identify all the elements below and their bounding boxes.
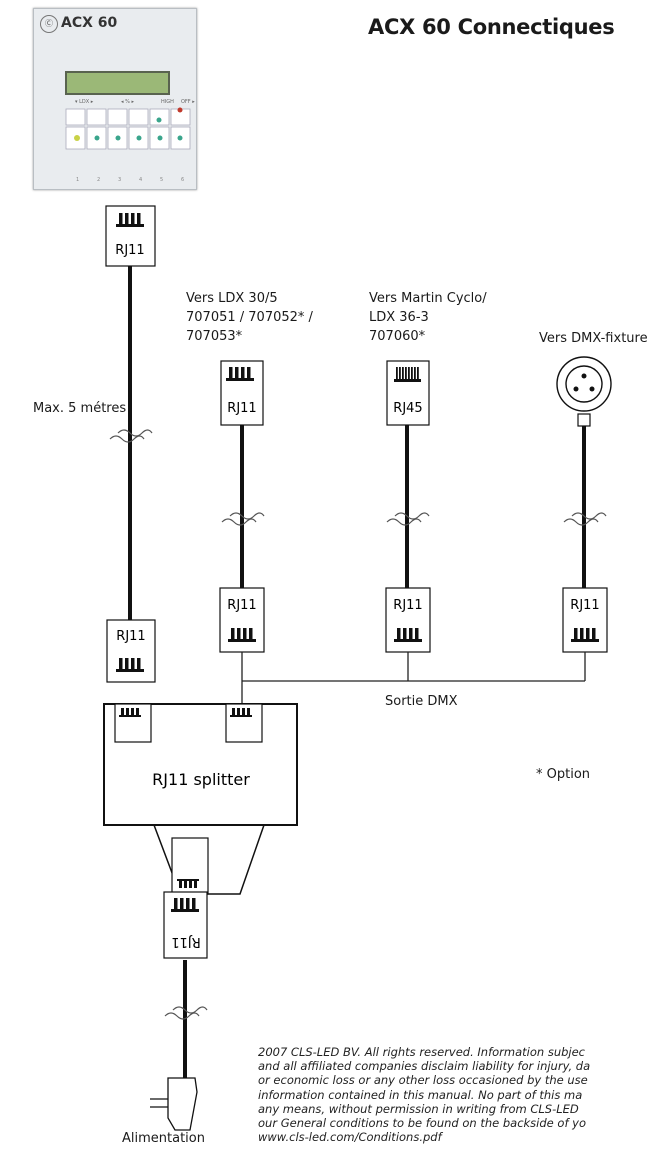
key-label: OFF ▸ [181, 99, 195, 105]
mark: 2 [97, 177, 101, 183]
max-length-label: Max. 5 métres [33, 401, 127, 416]
dmx-output-label: Sortie DMX [385, 694, 458, 709]
dmx-target-label: Vers DMX-fixture [539, 331, 648, 346]
connector-label: RJ11 [227, 401, 256, 416]
rj11-connector-martin-bottom: RJ11 [385, 587, 431, 653]
martin-target-label: Vers Martin Cyclo/ LDX 36-3 707060* [369, 289, 487, 346]
cable-break-marks [109, 429, 607, 1020]
mark: 4 [139, 177, 143, 183]
acx60-controller: Ⓒ ACX 60 ▾ LDX ▸ ◂ % ▸ HIGH OFF ▸ 1 2 3 … [33, 8, 197, 190]
connector-label: RJ11 [227, 598, 256, 613]
mark: 6 [181, 177, 185, 183]
led-red-icon [177, 107, 183, 113]
mark: 5 [160, 177, 164, 183]
footer-line: information contained in this manual. No… [258, 1087, 583, 1102]
status-leds [74, 107, 183, 141]
mark: 1 [76, 177, 80, 183]
rj11-connector-power: RJ11 [163, 891, 208, 959]
led-green-icon [94, 135, 100, 141]
dmx-bus [241, 652, 586, 704]
mark: 3 [118, 177, 122, 183]
ldx-target-label: Vers LDX 30/5 707051 / 707052* / 707053* [186, 289, 313, 346]
key-label: ▾ LDX ▸ [75, 99, 94, 105]
legal-footer: 2007 CLS-LED BV. All rights reserved. In… [258, 1045, 590, 1144]
rj11-connector-dmx-bottom: RJ11 [562, 587, 608, 653]
label-line: 707053* [186, 329, 243, 344]
rj11-splitter: RJ11 splitter [103, 703, 298, 895]
power-plug-icon [150, 1077, 198, 1131]
keypad-buttons [65, 108, 191, 150]
keypad: ▾ LDX ▸ ◂ % ▸ HIGH OFF ▸ [67, 99, 195, 159]
led-yellow-icon [74, 135, 80, 141]
cables [128, 265, 586, 1080]
power-label: Alimentation [122, 1131, 205, 1146]
option-note: * Option [536, 767, 591, 782]
connector-label: RJ11 [171, 934, 200, 949]
footer-line: www.cls-led.com/Conditions.pdf [258, 1130, 442, 1145]
lcd-display [65, 71, 170, 95]
label-line: 707060* [369, 329, 426, 344]
splitter-label: RJ11 splitter [152, 770, 250, 789]
footer-line: 2007 CLS-LED BV. All rights reserved. In… [258, 1045, 586, 1059]
page-title: ACX 60 Connectiques [368, 15, 615, 39]
footer-line: or economic loss or any other loss occas… [258, 1073, 588, 1088]
led-green-icon [156, 117, 162, 123]
device-brand: ACX 60 [61, 15, 118, 31]
led-green-icon [136, 135, 142, 141]
xlr-connector-dmx [556, 356, 612, 427]
connector-label: RJ11 [115, 243, 144, 258]
key-label: ◂ % ▸ [121, 99, 134, 105]
connector-label: RJ11 [570, 598, 599, 613]
connector-label: RJ45 [393, 401, 422, 416]
key-labels: ▾ LDX ▸ ◂ % ▸ HIGH OFF ▸ [69, 99, 197, 109]
brand-logo-icon: Ⓒ [40, 15, 58, 33]
label-line: Vers LDX 30/5 [186, 291, 278, 306]
footer-line: our General conditions to be found on th… [258, 1116, 586, 1131]
rj11-connector-controller: RJ11 [105, 205, 156, 267]
led-green-icon [115, 135, 121, 141]
label-line: Vers Martin Cyclo/ [369, 291, 487, 306]
connector-label: RJ11 [393, 598, 422, 613]
footer-line: any means, without permission in writing… [258, 1101, 579, 1116]
led-green-icon [177, 135, 183, 141]
bottom-marks: 1 2 3 4 5 6 [76, 177, 196, 185]
label-line: LDX 36-3 [369, 310, 429, 325]
rj11-connector-splitter-in: RJ11 [106, 619, 156, 683]
connector-label: RJ11 [116, 629, 145, 644]
footer-line: and all affiliated companies disclaim li… [258, 1059, 591, 1074]
rj45-connector-martin: RJ45 [386, 360, 430, 426]
rj11-connector-ldx: RJ11 [220, 360, 264, 426]
key-label: HIGH [161, 99, 174, 105]
rj11-connector-ldx-bottom: RJ11 [219, 587, 265, 653]
led-green-icon [157, 135, 163, 141]
label-line: 707051 / 707052* / [186, 310, 313, 325]
